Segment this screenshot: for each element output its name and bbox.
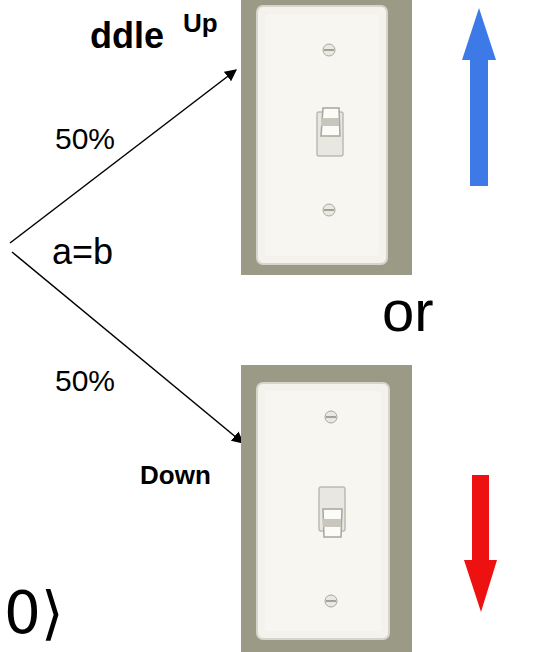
annotation-text: or	[382, 282, 434, 340]
probability-label: 50%	[55, 366, 115, 396]
position-label: Down	[140, 462, 211, 488]
position-label: Up	[183, 10, 218, 36]
probability-label: 50%	[55, 124, 115, 154]
up-arrow	[462, 8, 496, 186]
switch-up-photo	[241, 0, 412, 275]
switch-photo-node: Up	[180, 0, 412, 275]
branch-arrow	[12, 252, 243, 443]
ket-symbol: 0⟩	[4, 584, 64, 642]
down-arrow	[464, 475, 497, 612]
branch-arrow	[10, 70, 236, 243]
switch-down-photo	[241, 365, 412, 652]
annotation-text: ddle	[90, 18, 164, 54]
switch-photo-node: Down	[136, 365, 413, 652]
annotation-text: a=b	[52, 234, 113, 270]
